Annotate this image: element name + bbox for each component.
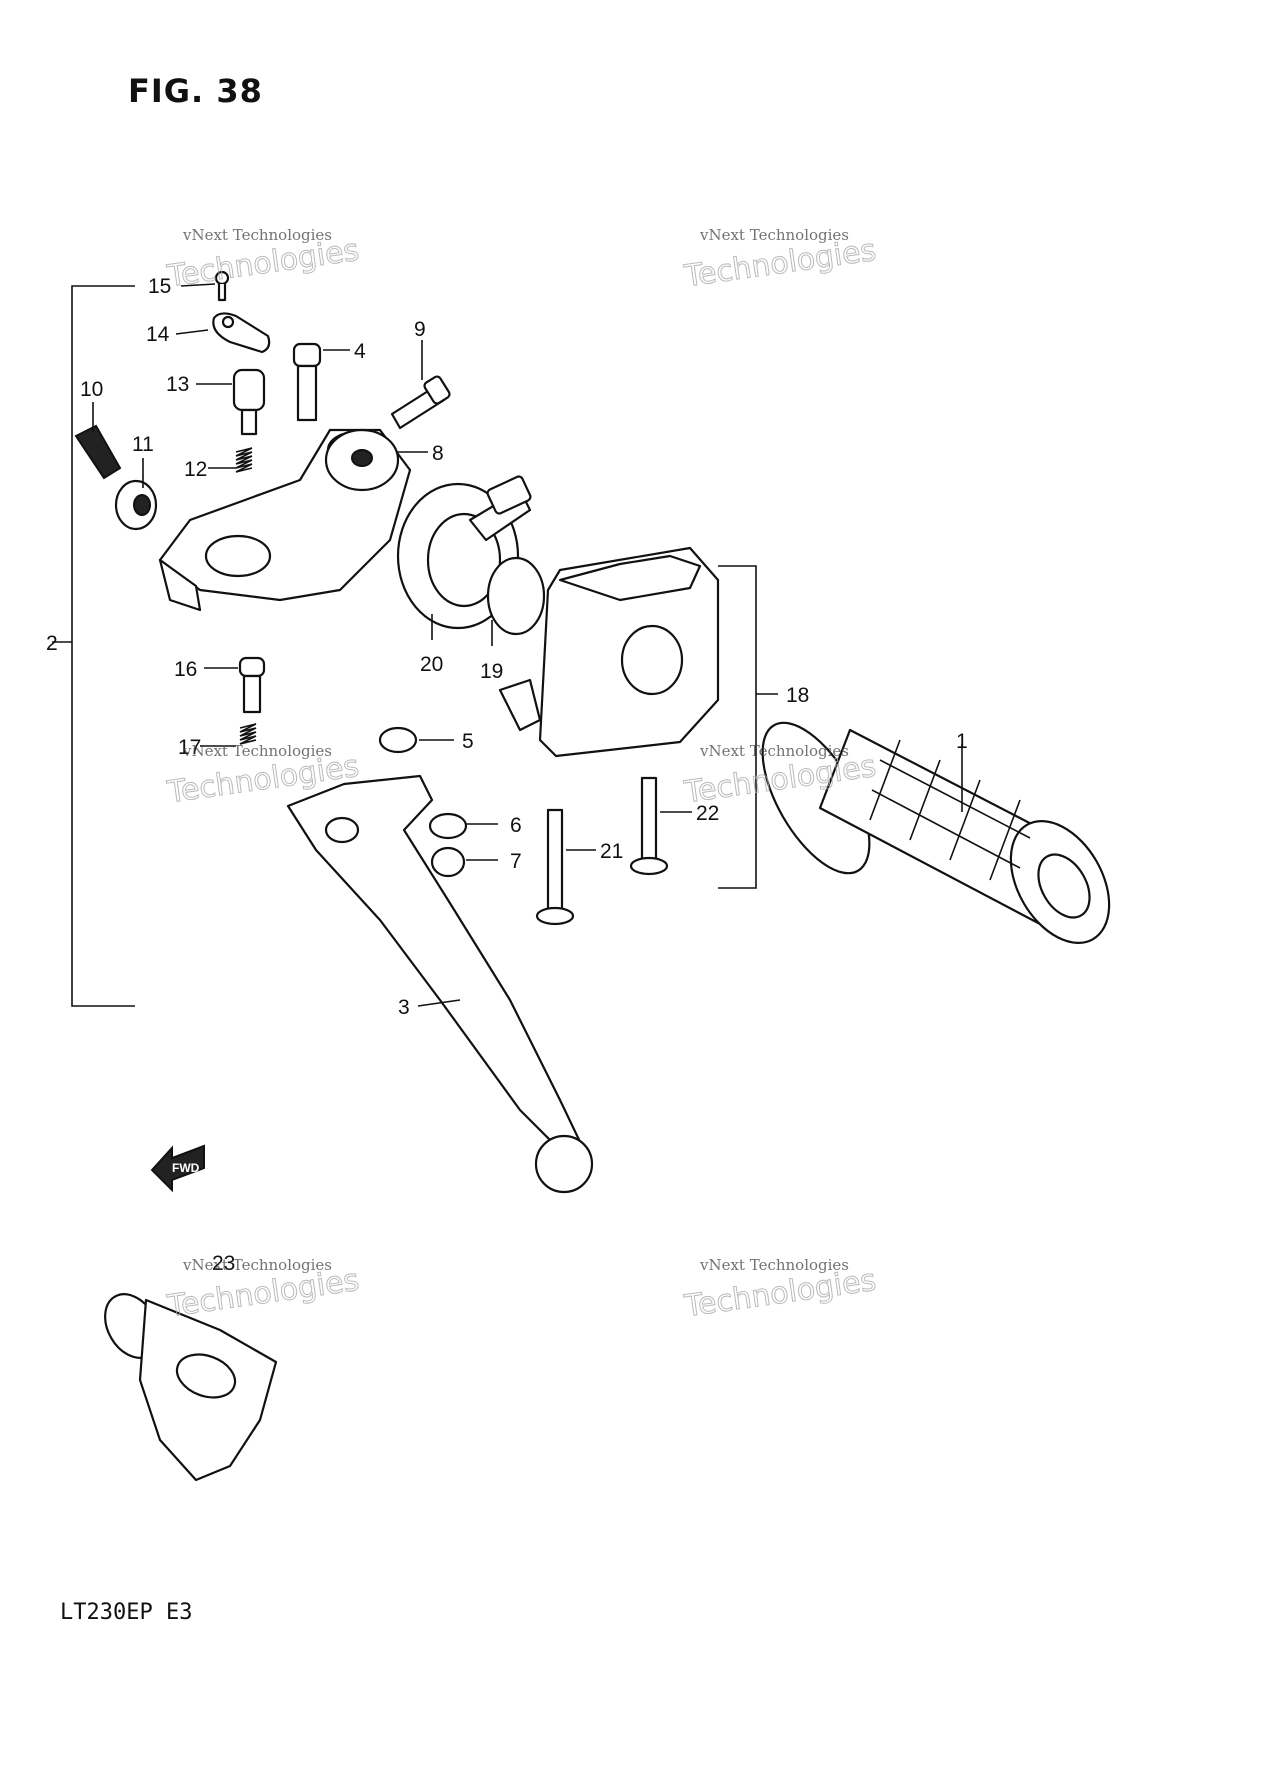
part-3-lever — [286, 774, 584, 1152]
callout-11: 11 — [132, 433, 154, 456]
part-22-screw — [629, 776, 669, 876]
part-18-switch-housing — [498, 546, 720, 758]
svg-text:vNext Technologies: vNext Technologies — [182, 1256, 332, 1274]
callout-12: 12 — [184, 458, 207, 481]
fwd-label: FWD — [172, 1161, 200, 1175]
part-21-screw — [535, 808, 575, 926]
part-12-spring — [235, 447, 253, 473]
part-16-pin — [238, 656, 266, 714]
callout-8: 8 — [432, 442, 444, 465]
callout-20: 20 — [420, 653, 443, 676]
callout-22: 22 — [696, 802, 719, 825]
part-11-nut — [114, 479, 158, 531]
callout-7: 7 — [510, 850, 522, 873]
watermark-5: vNext Technologies Technologies — [164, 1256, 362, 1325]
svg-text:vNext Technologies: vNext Technologies — [699, 226, 849, 244]
svg-text:vNext Technologies: vNext Technologies — [182, 226, 332, 244]
part-8-clamp — [324, 428, 400, 492]
watermark-6: vNext Technologies Technologies — [681, 1256, 879, 1325]
watermark-1: vNext Technologies Technologies — [164, 226, 362, 295]
figure-title: FIG. 38 — [128, 72, 263, 110]
callout-21: 21 — [600, 840, 623, 863]
watermark-2: vNext Technologies Technologies — [681, 226, 879, 295]
callout-18: 18 — [786, 684, 809, 707]
assembly-2-bracket — [71, 285, 135, 1007]
callout-13: 13 — [166, 373, 189, 396]
svg-text:vNext Technologies: vNext Technologies — [699, 1256, 849, 1274]
callout-19: 19 — [480, 660, 503, 683]
callout-1: 1 — [956, 730, 968, 753]
callout-6: 6 — [510, 814, 522, 837]
model-code: LT230EP E3 — [60, 1600, 193, 1625]
callout-16: 16 — [174, 658, 197, 681]
part-7-nut — [430, 846, 466, 878]
callout-15: 15 — [148, 275, 171, 298]
part-15-screw — [214, 270, 230, 302]
fwd-arrow-icon: FWD — [150, 1144, 205, 1193]
callout-5: 5 — [462, 730, 474, 753]
part-6-washer — [428, 812, 468, 840]
part-10-adjuster — [74, 424, 122, 480]
part-1-grip — [761, 721, 1111, 944]
part-14-plate — [212, 312, 271, 354]
part-5-washer — [378, 726, 418, 754]
svg-text:vNext Technologies: vNext Technologies — [699, 742, 849, 760]
callout-9: 9 — [414, 318, 426, 341]
callout-17: 17 — [178, 736, 201, 759]
part-9-screw — [390, 375, 451, 430]
callout-2: 2 — [46, 632, 58, 655]
part-13-plunger — [232, 368, 266, 436]
part-4-bolt — [292, 342, 322, 422]
callout-23: 23 — [212, 1252, 235, 1275]
callout-10: 10 — [80, 378, 103, 401]
part-23-holder — [104, 1293, 278, 1482]
part-19-guide — [468, 475, 546, 636]
callout-14: 14 — [146, 323, 170, 346]
callout-4: 4 — [354, 340, 366, 363]
svg-text:vNext Technologies: vNext Technologies — [182, 742, 332, 760]
part-17-spring — [239, 723, 257, 745]
assembly-18-bracket — [718, 565, 757, 889]
callout-3: 3 — [398, 996, 410, 1019]
